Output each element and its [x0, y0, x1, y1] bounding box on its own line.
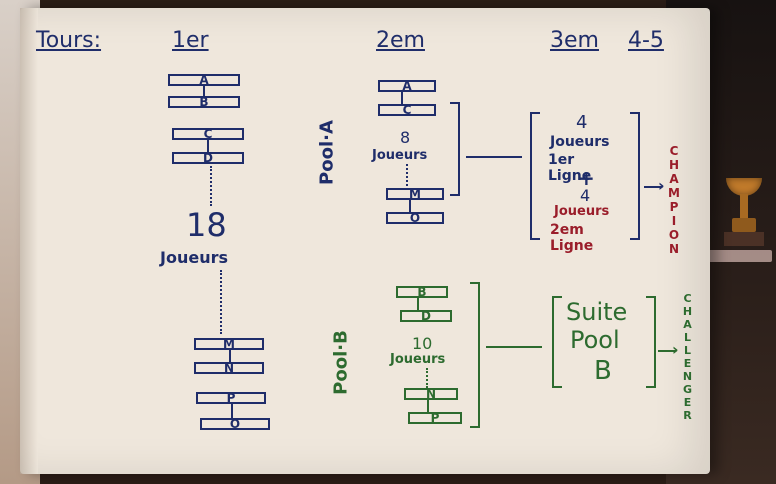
pool-a-box: O	[386, 212, 444, 224]
round2-header: 2em	[376, 28, 425, 53]
pool-a-connector	[466, 156, 522, 158]
round3-header: 3em	[550, 28, 599, 53]
pool-b-box: B	[396, 286, 448, 298]
round1-box: D	[172, 152, 244, 164]
round1-box: C	[172, 128, 244, 140]
pool-a-result-line: 2em Ligne	[550, 222, 594, 254]
round1-player-label: Joueurs	[160, 248, 228, 267]
pool-b-result-bracket-right	[646, 296, 656, 388]
round45-header: 4-5	[628, 28, 664, 53]
round1-header: 1er	[172, 28, 209, 53]
trophy-cup	[702, 178, 772, 264]
pool-a-result-line: 4	[580, 186, 591, 205]
pool-b-count-label: Joueurs	[390, 352, 446, 367]
round1-box: M	[194, 338, 264, 350]
pool-a-box: M	[386, 188, 444, 200]
pool-a-arrow-icon: ›	[658, 176, 665, 195]
pool-a-count: 8	[400, 128, 411, 147]
pool-b-bracket	[470, 282, 480, 428]
pool-a-arrow-line	[644, 186, 662, 188]
pool-b-count: 10	[412, 334, 433, 353]
paper-edge-shade	[20, 8, 38, 474]
pool-b-result-line: Suite	[566, 298, 628, 326]
pool-b-arrow-line	[658, 350, 676, 352]
pool-b-box: P	[408, 412, 462, 424]
pool-a-result-bracket-left	[530, 112, 540, 240]
round1-box: B	[168, 96, 240, 108]
pool-a-result-bracket-right	[630, 112, 640, 240]
round1-box: N	[194, 362, 264, 374]
pool-b-result-line: Pool	[570, 326, 620, 354]
pool-a-label: Pool·A	[316, 120, 338, 185]
pool-a-box: C	[378, 104, 436, 116]
pool-b-arrow-icon: ›	[672, 340, 679, 359]
pool-a-box: A	[378, 80, 436, 92]
round1-box: O	[200, 418, 270, 430]
pool-a-result-line: 4	[576, 112, 588, 133]
pool-b-connector	[486, 346, 542, 348]
pool-a-bracket	[450, 102, 460, 196]
round1-box: A	[168, 74, 240, 86]
pool-a-result-plus: +	[578, 166, 595, 190]
pool-a-result-line: 1er Ligne	[548, 152, 592, 184]
pool-a-count-label: Joueurs	[372, 148, 428, 163]
pool-b-result-line: B	[594, 356, 612, 386]
champion-label: CHAMPION	[667, 144, 681, 256]
round1-box: P	[196, 392, 266, 404]
pool-b-label: Pool·B	[330, 330, 352, 395]
pool-a-result-line: Joueurs	[550, 134, 610, 150]
flipchart-paper	[20, 8, 710, 474]
round1-player-count: 18	[186, 206, 227, 244]
challenger-label: CHALLENGER	[681, 292, 694, 422]
pool-b-result-bracket-left	[552, 296, 562, 388]
pool-b-box: N	[404, 388, 458, 400]
pool-a-result-line: Joueurs	[554, 204, 610, 219]
pool-b-box: D	[400, 310, 452, 322]
tours-header: Tours:	[36, 28, 102, 53]
